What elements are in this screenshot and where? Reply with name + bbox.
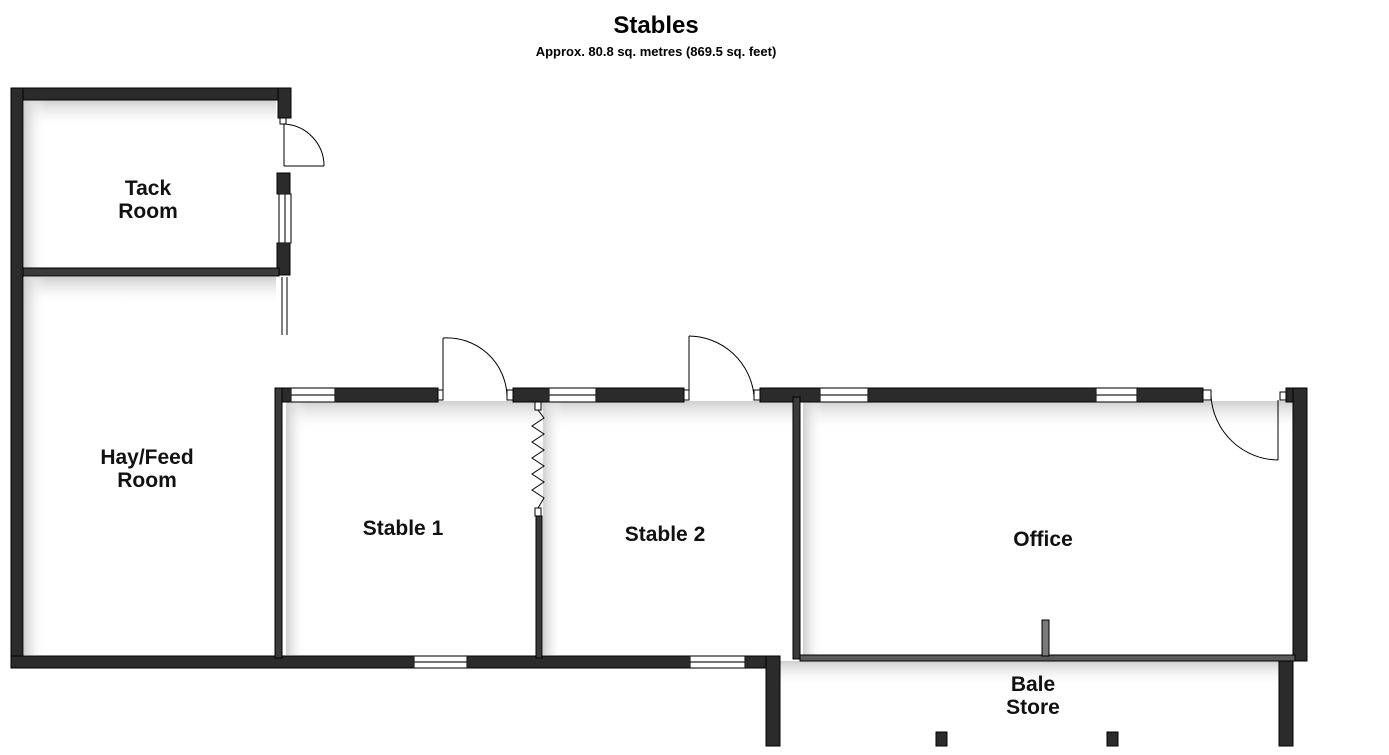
- hay-feed-room-label: Hay/Feed: [100, 446, 193, 469]
- doors: [279, 117, 1287, 517]
- window-stable-1-front: [290, 387, 336, 403]
- window-stable-1-rear: [413, 655, 468, 669]
- office-label: Office: [1013, 528, 1073, 551]
- door-stable-2: [683, 335, 761, 401]
- plan-title: Stables: [613, 12, 699, 39]
- window-office-front-right: [1095, 387, 1138, 403]
- stable-1-label: Stable 1: [363, 517, 444, 540]
- walls: [10, 87, 1308, 747]
- door-stable-1: [437, 337, 514, 401]
- stable-2-label: Stable 2: [625, 523, 706, 546]
- partitions: [22, 267, 1296, 662]
- bale-store-label: Bale: [1011, 673, 1055, 696]
- room-labels: Tack Room Hay/Feed Room Stable 1 Stable …: [100, 177, 1072, 719]
- window-tack-room: [278, 193, 292, 244]
- tack-room-label-line2: Room: [118, 200, 178, 223]
- window-office-front-left: [819, 387, 869, 403]
- door-tack-room: [279, 117, 325, 167]
- bale-store-label-line2: Store: [1006, 696, 1060, 719]
- wall-shadows: [24, 100, 1293, 687]
- sliding-partition-stable-divider: [531, 401, 545, 517]
- door-office: [1202, 389, 1287, 461]
- plan-area-subtitle: Approx. 80.8 sq. metres (869.5 sq. feet): [535, 44, 777, 59]
- hay-feed-room-label-line2: Room: [117, 469, 177, 492]
- window-stable-2-rear: [689, 655, 746, 669]
- door-hay-feed-room: [281, 277, 288, 335]
- tack-room-label: Tack: [125, 177, 172, 200]
- window-stable-2-front: [548, 387, 597, 403]
- windows: [278, 193, 1138, 669]
